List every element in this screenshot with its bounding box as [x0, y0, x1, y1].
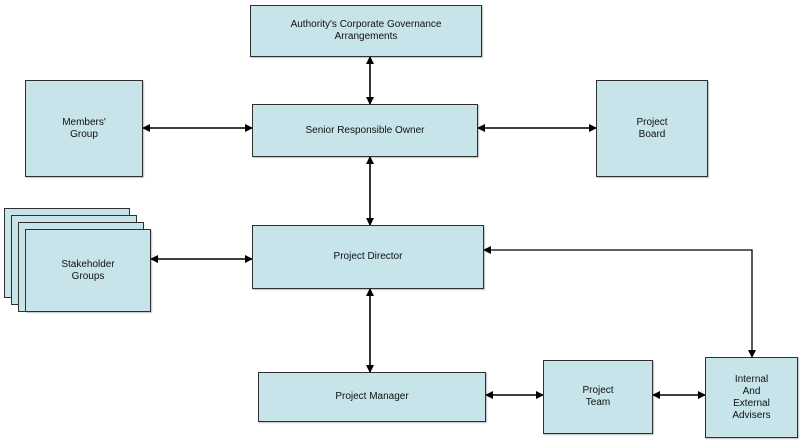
box-advisers-label: Internal And External Advisers [732, 373, 771, 421]
link-director-advisers [483, 246, 756, 358]
box-members-group: Members' Group [25, 80, 143, 177]
box-project-board: Project Board [596, 80, 708, 177]
box-senior-responsible-owner-label: Senior Responsible Owner [305, 124, 425, 136]
box-project-manager-label: Project Manager [335, 391, 409, 402]
box-project-board-label: Project Board [636, 116, 668, 140]
box-corporate-governance-label: Authority's Corporate Governance Arrange… [290, 19, 442, 42]
box-project-team-label: Project Team [582, 385, 614, 408]
box-project-team: Project Team [543, 360, 653, 434]
box-project-manager: Project Manager [258, 372, 486, 422]
box-stakeholder-groups-label: Stakeholder Groups [61, 258, 115, 282]
box-project-director: Project Director [252, 225, 484, 289]
box-stakeholder-groups: Stakeholder Groups [25, 229, 151, 312]
box-members-group-label: Members' Group [62, 116, 106, 140]
box-corporate-governance: Authority's Corporate Governance Arrange… [250, 5, 482, 57]
box-senior-responsible-owner: Senior Responsible Owner [252, 104, 478, 157]
box-advisers: Internal And External Advisers [705, 357, 798, 438]
box-project-director-label: Project Director [333, 251, 403, 262]
